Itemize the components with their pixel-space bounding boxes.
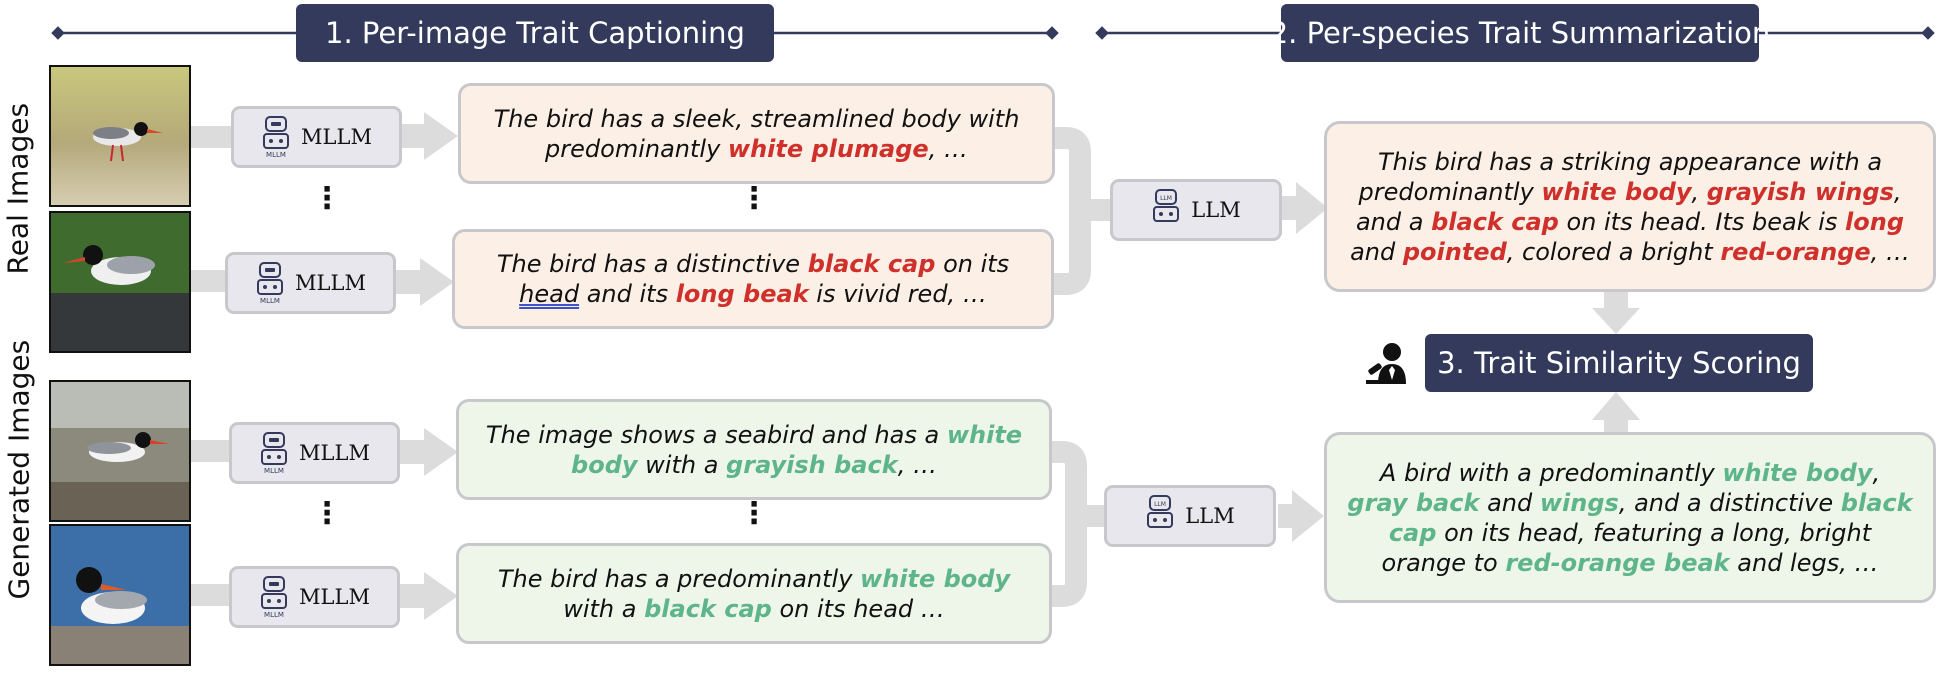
caption-gen-2: The bird has a predominantly white body … <box>456 543 1052 644</box>
generated-bird-photo-1 <box>49 380 191 522</box>
dots-gen-mllm: ⋮ <box>312 496 342 531</box>
llm-box-real: LLM LLM <box>1110 179 1282 241</box>
dots-gen-caption: ⋮ <box>739 496 769 531</box>
arrow-summary-scoring-real <box>1592 292 1640 334</box>
photo-link-real-1 <box>188 126 234 148</box>
trait-highlight: grayish back <box>726 450 898 479</box>
arrow-llm-summary-gen <box>1278 490 1324 542</box>
robot-icon: MLLM <box>263 116 290 159</box>
trait-highlight: black cap <box>644 594 772 623</box>
robot-icon-text: LLM <box>1160 195 1172 202</box>
mllm-box-real-1: MLLM MLLM <box>231 106 402 168</box>
step2-header: 2. Per-species Trait Summarization <box>1270 4 1770 62</box>
robot-icon: LLM <box>1153 189 1180 222</box>
merge-connector-real <box>1052 127 1091 295</box>
mllm-label: MLLM <box>299 585 370 609</box>
arrow-mllm-caption-real-2 <box>396 258 454 306</box>
mllm-label: MLLM <box>299 441 370 465</box>
mllm-box-real-2: MLLM MLLM <box>225 252 396 314</box>
dots-real-caption: ⋮ <box>739 181 769 216</box>
trait-highlight: white body <box>860 564 1011 593</box>
trait-highlight: black cap <box>807 250 936 278</box>
arrow-mllm-caption-gen-1 <box>400 428 458 476</box>
photo-link-gen-1 <box>188 440 230 462</box>
robot-icon-text: LLM <box>1154 501 1166 508</box>
robot-icon-text: MLLM <box>266 151 286 159</box>
underlined-word: head <box>519 280 580 308</box>
generated-images-label: Generated Images <box>2 339 36 600</box>
arrow-mllm-caption-real-1 <box>402 112 458 160</box>
caption-gen-1: The image shows a seabird and has a whit… <box>456 399 1052 500</box>
trait-highlight: white body <box>571 420 1023 479</box>
mllm-label: MLLM <box>301 125 372 149</box>
robot-icon: MLLM <box>257 262 284 305</box>
real-images-label: Real Images <box>1 102 35 275</box>
llm-label: LLM <box>1185 504 1235 528</box>
caption-real-1: The bird has a sleek, streamlined body w… <box>458 83 1055 184</box>
arrow-summary-scoring-gen <box>1592 392 1640 432</box>
photo-link-gen-2 <box>188 584 230 606</box>
generated-bird-photo-2 <box>49 524 191 666</box>
trait-highlight: long beak <box>675 280 809 308</box>
robot-icon-text: MLLM <box>264 467 284 475</box>
real-bird-photo-1 <box>49 65 191 207</box>
llm-box-gen: LLM LLM <box>1104 485 1276 547</box>
mllm-box-gen-2: MLLM MLLM <box>229 566 400 628</box>
photo-link-real-2 <box>188 270 228 292</box>
mllm-box-gen-1: MLLM MLLM <box>229 422 400 484</box>
summary-gen: A bird with a predominantly white body, … <box>1324 432 1936 603</box>
robot-icon-text: MLLM <box>264 611 284 619</box>
judge-icon <box>1366 343 1406 384</box>
real-bird-photo-2 <box>49 211 191 353</box>
merge-connector-gen <box>1050 441 1087 607</box>
mllm-label: MLLM <box>295 271 366 295</box>
arrow-mllm-caption-gen-2 <box>400 572 458 620</box>
llm-label: LLM <box>1191 198 1241 222</box>
caption-real-2: The bird has a distinctive black cap on … <box>452 229 1054 329</box>
robot-icon-text: MLLM <box>260 297 280 305</box>
step1-header: 1. Per-image Trait Captioning <box>296 4 774 62</box>
robot-icon: LLM <box>1147 495 1174 528</box>
summary-real: This bird has a striking appearance with… <box>1324 121 1936 292</box>
dots-real-mllm: ⋮ <box>312 181 342 216</box>
robot-icon: MLLM <box>261 576 288 619</box>
trait-highlight: white plumage <box>727 134 929 163</box>
arrow-llm-summary-real <box>1282 182 1328 234</box>
step3-header: 3. Trait Similarity Scoring <box>1425 334 1813 392</box>
robot-icon: MLLM <box>261 432 288 475</box>
